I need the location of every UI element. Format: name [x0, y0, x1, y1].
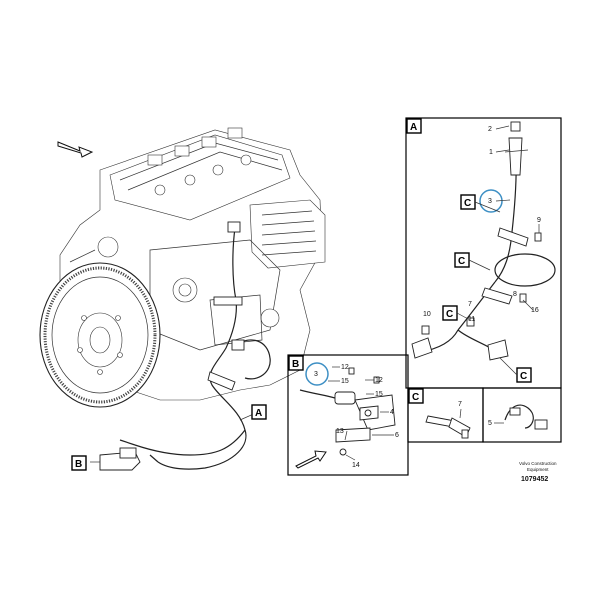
company-name-line1: Volvo Construction	[519, 461, 557, 466]
label-a-10: 10	[423, 311, 431, 318]
tag-b-frame: B	[288, 355, 304, 371]
label-a-2: 2	[488, 126, 492, 133]
tag-a-main: A	[251, 404, 267, 420]
label-a-11: 11	[468, 316, 475, 323]
tag-c-1: C	[460, 194, 476, 210]
label-b-13: 13	[336, 428, 344, 435]
label-a-3: 3	[488, 198, 492, 205]
svg-text:C: C	[458, 256, 465, 267]
view-direction-arrow	[57, 141, 94, 158]
flywheel	[39, 262, 161, 408]
svg-text:C: C	[520, 371, 527, 382]
label-b-15b: 15	[375, 391, 383, 398]
label-a-8: 8	[513, 291, 517, 298]
label-a-16: 16	[531, 307, 539, 314]
sensor-b-location	[99, 439, 159, 471]
detail-b-frame	[287, 354, 409, 476]
label-cable-5: 5	[488, 420, 492, 427]
svg-text:B: B	[292, 359, 299, 370]
tag-a-frame: A	[406, 118, 422, 134]
detail-cable-frame	[482, 387, 562, 443]
svg-text:C: C	[446, 309, 453, 320]
svg-text:B: B	[75, 459, 82, 470]
label-b-12b: 12	[375, 377, 383, 384]
tag-c-4: C	[516, 367, 532, 383]
tag-b-main: B	[71, 455, 87, 471]
svg-text:C: C	[464, 198, 471, 209]
drawing-number: 1079452	[521, 476, 548, 483]
label-a-9: 9	[537, 217, 541, 224]
label-b-15a: 15	[341, 378, 349, 385]
svg-text:A: A	[410, 122, 417, 133]
drawing-footer: Volvo Construction Equipment 1079452	[519, 461, 557, 483]
label-c-7: 7	[458, 401, 462, 408]
company-name-line2: Equipment	[527, 467, 549, 472]
tag-c-3: C	[442, 305, 458, 321]
label-b-14: 14	[352, 462, 360, 469]
tag-c-2: C	[454, 252, 470, 268]
highlight-circle-a	[479, 189, 503, 213]
label-b-6: 6	[395, 432, 399, 439]
svg-text:A: A	[255, 408, 262, 419]
label-a-1: 1	[489, 149, 493, 156]
engine-illustration	[39, 127, 326, 471]
label-b-12a: 12	[341, 364, 349, 371]
label-b-3: 3	[314, 371, 318, 378]
label-b-4: 4	[390, 409, 394, 416]
tag-c-frame: C	[408, 388, 424, 404]
svg-text:C: C	[412, 392, 419, 403]
detail-a-frame	[405, 117, 562, 389]
highlight-circle-b	[305, 362, 329, 386]
label-a-7: 7	[468, 301, 472, 308]
